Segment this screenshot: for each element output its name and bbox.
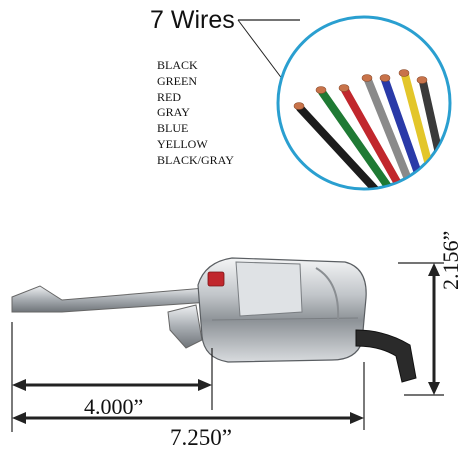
offset-dimension [11,322,213,432]
turn-signal-switch [11,257,417,383]
wire-label: YELLOW [157,136,208,151]
overall-width-label: 7.250” [170,425,232,450]
copper-tips [293,69,428,110]
wire-color-list: BLACK GREEN RED GRAY BLUE YELLOW BLACK/G… [157,58,234,169]
pivot-offset-label: 4.000” [84,394,144,419]
mounting-bracket [167,304,203,349]
wire-label: BLUE [157,121,189,136]
wires-title: 7 Wires [150,6,235,34]
red-indicator-tab [207,271,225,287]
wire-label: GRAY [157,105,190,120]
housing-groove [315,267,340,321]
housing-groove [211,317,359,321]
wire-label: BLACK/GRAY [157,152,234,167]
cover-plate [235,261,303,317]
wire-callout [276,15,452,191]
width-dimension [12,362,365,430]
wire-black [296,104,389,188]
wire-label: GREEN [157,73,197,88]
wire-label: BLACK [157,58,198,72]
wire-green [318,88,400,188]
wire-red [341,86,409,188]
height-label: 2.156” [438,230,463,290]
height-dimension [398,262,444,396]
wire-label: RED [157,89,181,104]
wire-harness [355,329,417,383]
wire-gray [364,76,418,188]
lever-arm [11,285,211,313]
